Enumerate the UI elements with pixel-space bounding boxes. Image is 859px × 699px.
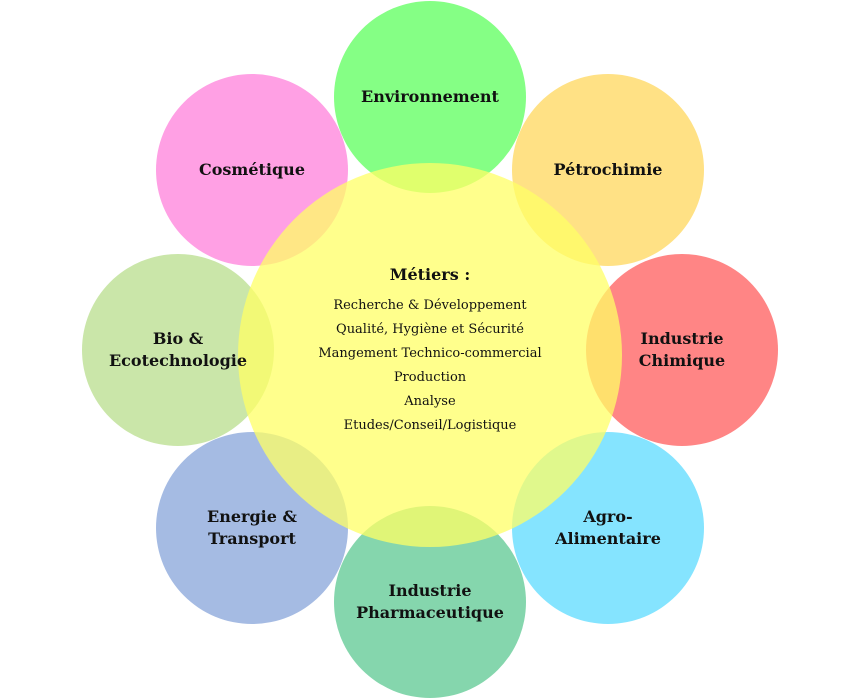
center-circle [238,163,622,547]
label-industrie-pharmaceutique-line-2: Pharmaceutique [356,603,504,622]
center-item: Production [394,370,467,385]
center-circle-group [238,163,622,547]
center-item: Analyse [403,394,456,409]
label-cosmetique-line-1: Cosmétique [199,160,305,179]
center-item: Mangement Technico-commercial [318,346,541,361]
label-industrie-chimique-line-2: Chimique [639,351,725,370]
circle-bio-ecotechnologie [82,254,274,446]
label-petrochimie-line-1: Pétrochimie [554,160,663,179]
label-environnement-line-1: Environnement [361,87,499,106]
center-item: Etudes/Conseil/Logistique [344,418,517,433]
center-item: Recherche & Développement [333,298,527,313]
label-bio-ecotechnologie-line-2: Ecotechnologie [109,351,247,370]
center-item: Qualité, Hygiène et Sécurité [336,322,524,337]
label-industrie-chimique-line-1: Industrie [640,329,723,348]
label-energie-transport-line-2: Transport [208,529,296,548]
labels: EnvironnementPétrochimieIndustrieChimiqu… [109,87,725,622]
circle-industrie-pharmaceutique [334,506,526,698]
label-agro-alimentaire-line-1: Agro- [582,507,632,526]
label-industrie-pharmaceutique-line-1: Industrie [388,581,471,600]
label-agro-alimentaire-line-2: Alimentaire [554,529,661,548]
label-bio-ecotechnologie-line-1: Bio & [153,329,204,348]
circle-industrie-chimique [586,254,778,446]
center-title: Métiers : [390,265,470,284]
label-energie-transport-line-1: Energie & [207,507,297,526]
circle-environnement [334,1,526,193]
